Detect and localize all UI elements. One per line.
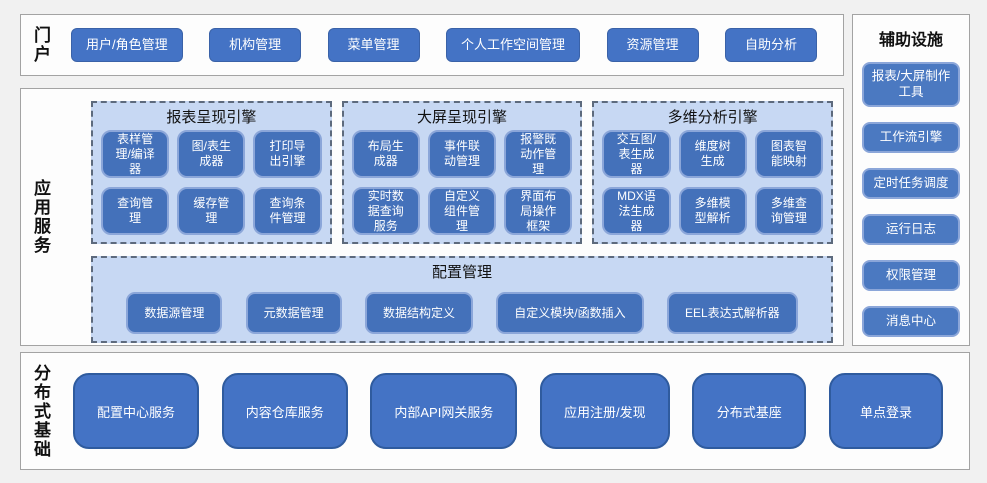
config-node: 数据源管理 xyxy=(126,292,223,334)
engine-node: 多维查询管理 xyxy=(754,187,824,235)
portal-node: 资源管理 xyxy=(606,28,699,62)
distributed-node: 内部API网关服务 xyxy=(370,373,518,449)
config-node-row: 数据源管理元数据管理数据结构定义自定义模块/函数插入 EEL表达式解析器 xyxy=(103,292,821,334)
engine-title-olap: 多维分析引擎 xyxy=(667,109,758,126)
engine-grid-report: 表样管理/编译器图/表生成器打印导出引擎查询管理缓存管理查询条件管理 xyxy=(101,130,322,235)
engine-title-dashboard: 大屏呈现引擎 xyxy=(417,109,508,126)
engine-node: 交互图/表生成器 xyxy=(602,130,671,178)
auxiliary-node: 权限管理 xyxy=(862,259,960,291)
engine-node: 打印导出引擎 xyxy=(253,130,322,178)
engine-box-report: 报表呈现引擎 表样管理/编译器图/表生成器打印导出引擎查询管理缓存管理查询条件管… xyxy=(91,101,332,244)
engine-grid-dashboard: 布局生成器事件联动管理报警既动作管理实时数据查询服务自定义组件管理界面布局操作框… xyxy=(351,130,573,235)
section-application-services: 应用服务 报表呈现引擎 表样管理/编译器图/表生成器打印导出引擎查询管理缓存管理… xyxy=(20,88,844,346)
distributed-node: 配置中心服务 xyxy=(73,373,200,449)
section-distributed-base: 分布式基础 配置中心服务内容仓库服务内部API网关服务应用注册/发现分布式基座单… xyxy=(20,352,970,470)
distributed-node: 分布式基座 xyxy=(692,373,807,449)
engine-node: 维度树生成 xyxy=(678,130,747,178)
auxiliary-node: 消息中心 xyxy=(862,305,960,337)
config-node: 元数据管理 xyxy=(245,292,342,334)
auxiliary-node: 运行日志 xyxy=(862,213,960,245)
engine-node: 实时数据查询服务 xyxy=(351,187,420,235)
engine-node: 缓存管理 xyxy=(177,187,246,235)
auxiliary-node-column: 报表/大屏制作工具工作流引擎定时任务调度运行日志权限管理消息中心 xyxy=(862,62,960,337)
auxiliary-node: 报表/大屏制作工具 xyxy=(862,62,960,107)
application-services-content: 报表呈现引擎 表样管理/编译器图/表生成器打印导出引擎查询管理缓存管理查询条件管… xyxy=(89,89,843,345)
engine-node: 界面布局操作框架 xyxy=(504,187,573,235)
engine-node: 事件联动管理 xyxy=(427,130,497,178)
engine-box-dashboard: 大屏呈现引擎 布局生成器事件联动管理报警既动作管理实时数据查询服务自定义组件管理… xyxy=(341,101,583,244)
distributed-node: 内容仓库服务 xyxy=(221,373,348,449)
config-node: 自定义模块/函数插入 xyxy=(496,292,644,334)
engine-node: 多维模型解析 xyxy=(678,187,747,235)
engine-node: MDX语法生成器 xyxy=(602,187,671,235)
engine-node: 查询管理 xyxy=(101,187,170,235)
portal-section-label: 门户 xyxy=(31,26,50,64)
portal-node: 机构管理 xyxy=(209,28,302,62)
portal-node: 个人工作空间管理 xyxy=(446,28,581,62)
config-node: EEL表达式解析器 xyxy=(666,292,798,334)
portal-node: 用户/角色管理 xyxy=(71,28,183,62)
portal-node-row: 用户/角色管理机构管理菜单管理个人工作空间管理资源管理自助分析 xyxy=(49,28,843,62)
engine-group-row: 报表呈现引擎 表样管理/编译器图/表生成器打印导出引擎查询管理缓存管理查询条件管… xyxy=(91,101,834,244)
config-management-box: 配置管理 数据源管理元数据管理数据结构定义自定义模块/函数插入 EEL表达式解析器 xyxy=(91,256,833,343)
section-portal: 门户 用户/角色管理机构管理菜单管理个人工作空间管理资源管理自助分析 xyxy=(20,14,844,76)
engine-node: 表样管理/编译器 xyxy=(101,130,170,178)
engine-node: 布局生成器 xyxy=(351,130,420,178)
distributed-node: 单点登录 xyxy=(828,373,943,449)
auxiliary-node: 定时任务调度 xyxy=(862,167,960,199)
engine-node: 图表智能映射 xyxy=(754,130,824,178)
engine-title-report: 报表呈现引擎 xyxy=(166,109,257,126)
auxiliary-facilities-title: 辅助设施 xyxy=(878,32,943,49)
distributed-base-label: 分布式基础 xyxy=(31,363,50,459)
portal-node: 自助分析 xyxy=(724,28,817,62)
engine-node: 图/表生成器 xyxy=(177,130,246,178)
auxiliary-node: 工作流引擎 xyxy=(862,121,960,153)
config-node: 数据结构定义 xyxy=(364,292,473,334)
engine-box-olap: 多维分析引擎 交互图/表生成器维度树生成图表智能映射 MDX语法生成器多维模型解析… xyxy=(592,101,834,244)
distributed-node: 应用注册/发现 xyxy=(540,373,670,449)
engine-node: 报警既动作管理 xyxy=(504,130,573,178)
config-management-title: 配置管理 xyxy=(431,264,492,281)
portal-node: 菜单管理 xyxy=(327,28,420,62)
section-auxiliary-facilities: 辅助设施 报表/大屏制作工具工作流引擎定时任务调度运行日志权限管理消息中心 xyxy=(852,14,970,346)
engine-grid-olap: 交互图/表生成器维度树生成图表智能映射 MDX语法生成器多维模型解析多维查询管理 xyxy=(602,130,824,235)
distributed-node-row: 配置中心服务内容仓库服务内部API网关服务应用注册/发现分布式基座单点登录 xyxy=(49,373,969,449)
application-services-label: 应用服务 xyxy=(31,179,50,255)
engine-node: 查询条件管理 xyxy=(253,187,322,235)
engine-node: 自定义组件管理 xyxy=(427,187,497,235)
